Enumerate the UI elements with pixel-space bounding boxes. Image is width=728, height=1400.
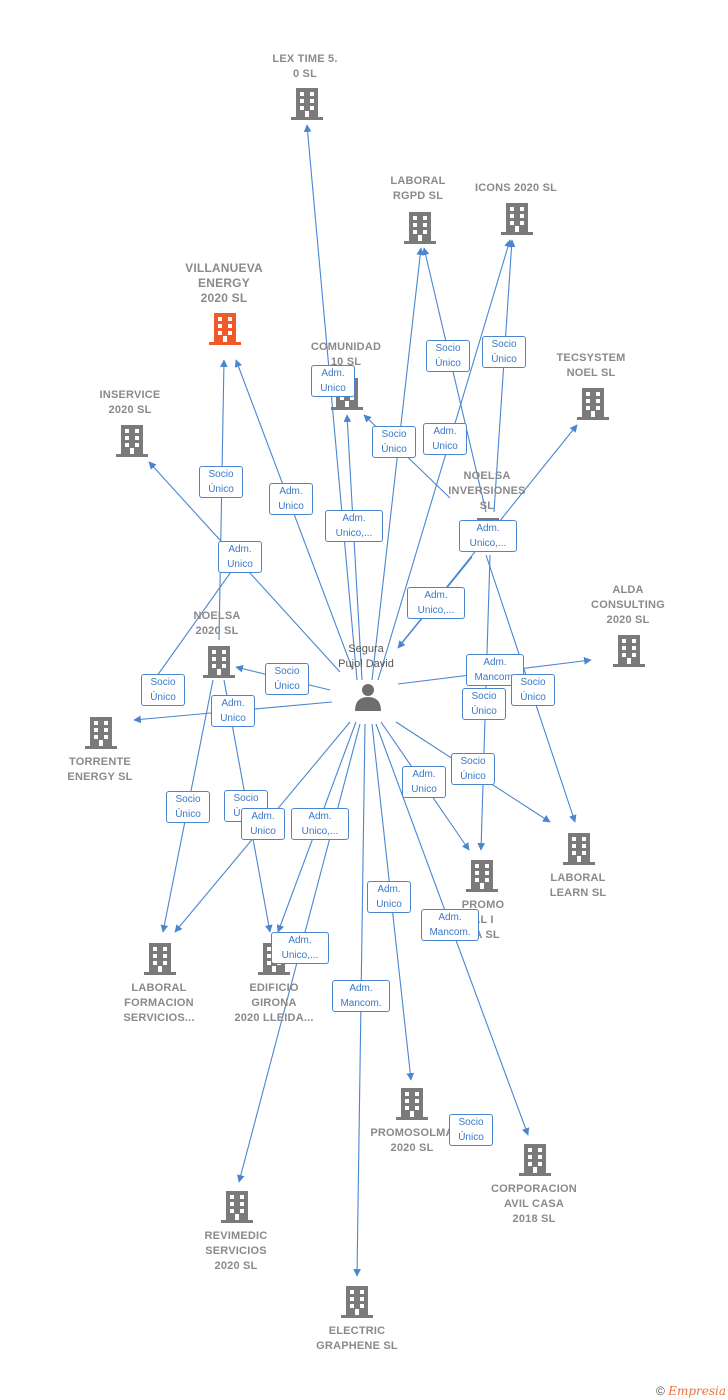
edge-label[interactable]: Socio Único <box>199 466 243 498</box>
building-icon[interactable] <box>291 88 323 120</box>
building-icon[interactable] <box>466 860 498 892</box>
building-icon[interactable] <box>85 717 117 749</box>
building-icon[interactable] <box>577 388 609 420</box>
edge-label[interactable]: Adm. Unico <box>367 881 411 913</box>
person-icon[interactable] <box>355 684 381 711</box>
edge-label[interactable]: Socio Único <box>426 340 470 372</box>
edge-label[interactable]: Adm. Unico <box>423 423 467 455</box>
building-icon[interactable] <box>563 833 595 865</box>
edge-line <box>218 359 228 641</box>
company-label-alda[interactable]: ALDA CONSULTING 2020 SL <box>591 584 665 626</box>
person-label[interactable]: Segura Pujol David <box>338 643 394 670</box>
building-icon[interactable] <box>501 203 533 235</box>
company-label-tecsystem[interactable]: TECSYSTEM NOEL SL <box>556 352 626 379</box>
edge-line <box>303 124 358 681</box>
building-icon[interactable] <box>613 635 645 667</box>
edge-line <box>371 247 425 681</box>
edge-label[interactable]: Socio Único <box>482 336 526 368</box>
edge-line <box>377 239 512 681</box>
edge-label[interactable]: Socio Único <box>166 791 210 823</box>
company-label-electric[interactable]: ELECTRIC GRAPHENE SL <box>316 1325 398 1352</box>
building-icon[interactable] <box>221 1191 253 1223</box>
company-label-noelsainv[interactable]: NOELSA INVERSIONES SL <box>448 470 526 512</box>
edge-line <box>493 239 516 513</box>
company-label-lex[interactable]: LEX TIME 5. 0 SL <box>272 53 338 80</box>
building-icon[interactable] <box>341 1286 373 1318</box>
company-label-laborallearn[interactable]: LABORAL LEARN SL <box>549 872 607 899</box>
edge-label[interactable]: Adm. Unico <box>402 766 446 798</box>
company-label-torrente[interactable]: TORRENTE ENERGY SL <box>67 756 133 783</box>
company-label-noelsa[interactable]: NOELSA 2020 SL <box>193 610 241 637</box>
edge-label[interactable]: Socio Único <box>511 674 555 706</box>
edge-label[interactable]: Adm. Unico,... <box>271 932 329 964</box>
edge-label[interactable]: Adm. Unico <box>311 365 355 397</box>
edge-line <box>343 414 363 681</box>
edge-label[interactable]: Socio Único <box>449 1114 493 1146</box>
edge-label[interactable]: Adm. Unico <box>211 695 255 727</box>
edge-label[interactable]: Socio Único <box>141 674 185 706</box>
edge-label[interactable]: Socio Único <box>451 753 495 785</box>
edge-label[interactable]: Adm. Mancom. <box>421 909 479 941</box>
company-label-rgpd[interactable]: LABORAL RGPD SL <box>390 175 446 202</box>
company-label-revimedic[interactable]: REVIMEDIC SERVICIOS 2020 SL <box>204 1230 268 1272</box>
building-icon[interactable] <box>396 1088 428 1120</box>
edge-label[interactable]: Adm. Unico <box>241 808 285 840</box>
company-label-villanueva[interactable]: VILLANUEVA ENERGY 2020 SL <box>185 261 263 305</box>
edge-label[interactable]: Adm. Unico,... <box>407 587 465 619</box>
company-label-corporacion[interactable]: CORPORACION AVIL CASA 2018 SL <box>491 1183 577 1225</box>
building-icon[interactable] <box>404 212 436 244</box>
edge-label[interactable]: Socio Único <box>462 688 506 720</box>
copyright-symbol: © <box>656 1384 665 1398</box>
building-icon[interactable] <box>519 1144 551 1176</box>
building-icon[interactable] <box>116 425 148 457</box>
edge-line <box>421 247 487 513</box>
company-label-inservice[interactable]: INSERVICE 2020 SL <box>99 389 161 416</box>
edge-label[interactable]: Adm. Unico,... <box>325 510 383 542</box>
edge-line <box>146 561 239 691</box>
company-label-promosolma[interactable]: PROMOSOLMA 2020 SL <box>370 1127 454 1154</box>
company-label-icons[interactable]: ICONS 2020 SL <box>474 182 558 194</box>
brand-logo[interactable]: Empresia <box>668 1384 726 1398</box>
company-label-edificio[interactable]: EDIFICIO GIRONA 2020 LLEIDA... <box>234 982 314 1024</box>
edge-label[interactable]: Adm. Unico <box>218 541 262 573</box>
node-icons <box>85 88 645 1318</box>
building-icon[interactable] <box>209 313 241 345</box>
edge-label[interactable]: Adm. Unico <box>269 483 313 515</box>
building-icon[interactable] <box>203 646 235 678</box>
building-icon[interactable] <box>144 943 176 975</box>
edge-label[interactable]: Adm. Mancom. <box>332 980 390 1012</box>
company-label-laboralform[interactable]: LABORAL FORMACION SERVICIOS... <box>123 982 195 1024</box>
footer: © Empresia <box>656 1384 726 1398</box>
edge-label[interactable]: Socio Único <box>372 426 416 458</box>
edge-label[interactable]: Adm. Unico,... <box>291 808 349 840</box>
edge-label[interactable]: Socio Único <box>265 663 309 695</box>
edge-label[interactable]: Adm. Unico,... <box>459 520 517 552</box>
